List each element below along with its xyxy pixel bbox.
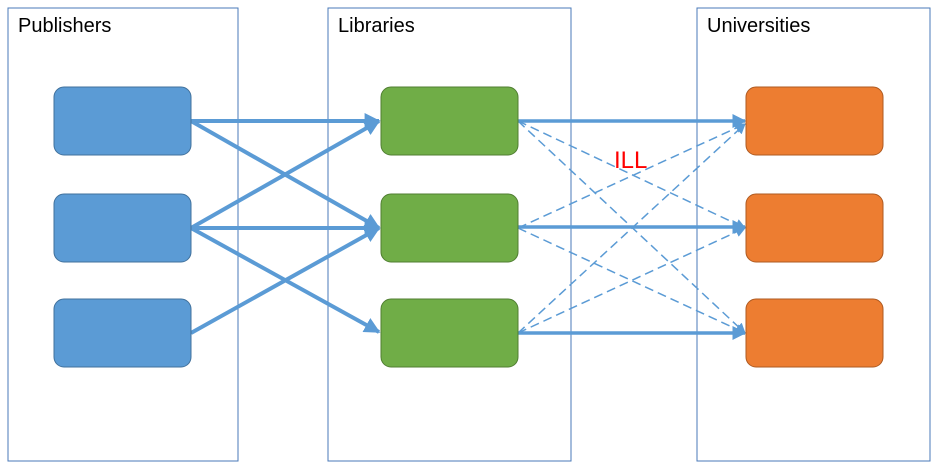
publisher-to-library-arrows [190, 113, 381, 335]
libraries-title: Libraries [338, 15, 415, 37]
publisher-box [53, 193, 192, 263]
library-box [380, 298, 519, 368]
universities-title: Universities [707, 15, 810, 37]
university-box [745, 86, 884, 156]
publishers-column [7, 7, 239, 462]
publishers-title: Publishers [18, 15, 111, 37]
library-box [380, 86, 519, 156]
universities-column [696, 7, 931, 462]
library-box [380, 193, 519, 263]
arrow [190, 226, 381, 335]
university-box [745, 193, 884, 263]
arrow [190, 119, 381, 230]
university-box [745, 298, 884, 368]
publisher-box [53, 86, 192, 156]
libraries-column [327, 7, 572, 462]
ill-label: ILL [614, 147, 647, 174]
publisher-box [53, 298, 192, 368]
library-to-university-arrows [518, 114, 747, 340]
dashed-arrow [517, 120, 746, 229]
